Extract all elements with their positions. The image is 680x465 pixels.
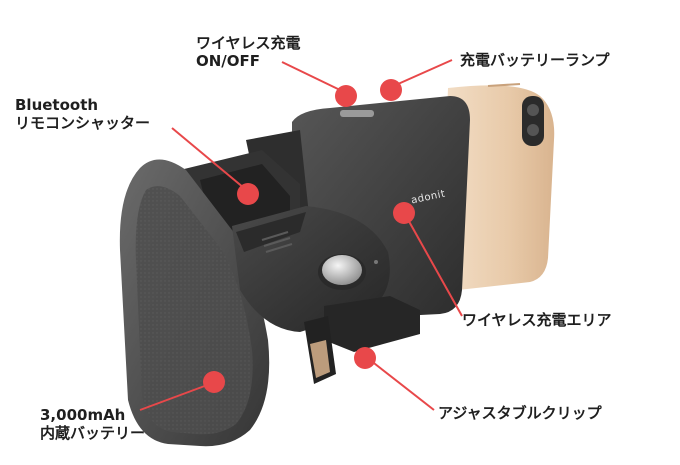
label-line: 充電バッテリーランプ	[460, 51, 610, 69]
leader-lines	[139, 59, 463, 411]
label-line: Bluetooth	[15, 96, 99, 114]
phone-camera-lens	[527, 104, 539, 116]
label-wireless-charging-area: ワイヤレス充電エリア	[462, 311, 612, 329]
label-line: リモコンシャッター	[15, 114, 151, 132]
callout-dot-switch	[335, 85, 357, 107]
shutter-button	[322, 255, 362, 285]
adjustable-clip	[324, 296, 420, 352]
label-adjustable-clip: アジャスタブルクリップ	[438, 404, 602, 422]
leader-line-lamp	[397, 59, 453, 85]
phone-camera-lens	[527, 124, 539, 136]
leader-line-charge-area	[405, 215, 463, 317]
callout-dot-lamp	[380, 79, 402, 101]
label-line: 3,000mAh	[40, 406, 126, 424]
label-line: ワイヤレス充電エリア	[462, 311, 612, 329]
power-switch	[340, 110, 374, 117]
callout-dot-clip	[354, 347, 376, 369]
label-bluetooth-shutter: Bluetooth リモコンシャッター	[15, 96, 150, 132]
bluetooth-remote	[232, 206, 390, 332]
callout-dots	[203, 79, 415, 393]
label-line: 内蔵バッテリー	[40, 424, 146, 442]
leader-line-switch	[281, 61, 341, 91]
leader-line-bluetooth	[171, 127, 245, 189]
leader-line-clip	[369, 359, 435, 411]
label-battery: 3,000mAh 内蔵バッテリー	[40, 406, 145, 442]
callout-dot-charge-area	[393, 202, 415, 224]
label-line: ON/OFF	[196, 52, 261, 70]
leader-line-battery	[139, 383, 211, 411]
grip-texture	[135, 186, 253, 435]
label-wireless-charging-switch: ワイヤレス充電 ON/OFF	[196, 34, 301, 70]
label-line: アジャスタブルクリップ	[438, 404, 602, 422]
callout-dot-battery	[203, 371, 225, 393]
callout-dot-bluetooth	[237, 183, 259, 205]
label-line: ワイヤレス充電	[196, 34, 301, 52]
label-charging-lamp: 充電バッテリーランプ	[460, 51, 610, 69]
phone-camera-module	[522, 96, 544, 146]
